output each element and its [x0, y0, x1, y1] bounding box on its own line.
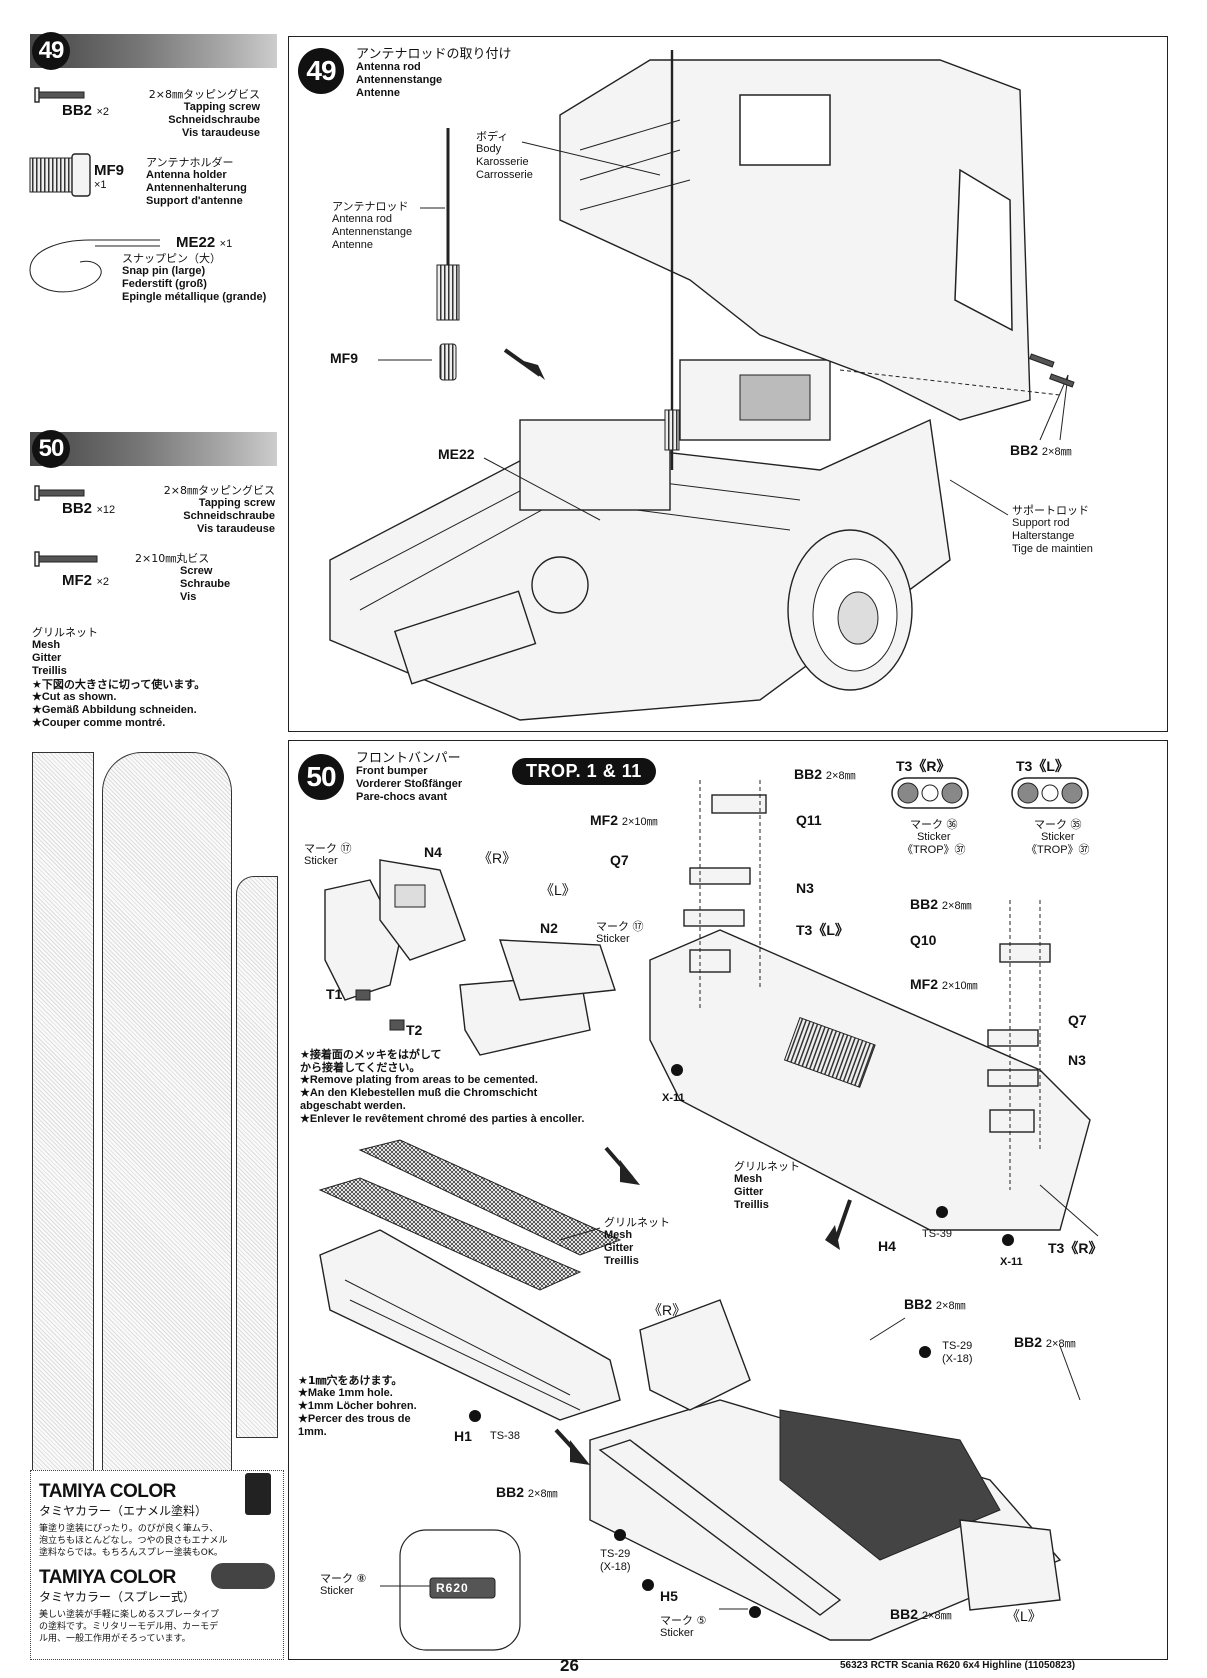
part-mf9-desc: アンテナホルダー Antenna holder Antennenhalterun…	[146, 156, 247, 207]
label-x11-right: X-11	[1000, 1256, 1023, 1268]
label-t3-right: T3《R》	[1048, 1240, 1103, 1256]
step50-number: 50	[32, 430, 70, 468]
label-t1: T1	[326, 986, 343, 1002]
label-me22: ME22	[438, 446, 475, 462]
trop-version-badge: TROP. 1 & 11	[512, 758, 656, 785]
step50-header-bar	[30, 432, 277, 466]
label-mf9: MF9	[330, 350, 358, 366]
label-h5: H5	[660, 1588, 678, 1604]
label-mesh-upper: グリルネット Mesh Gitter Treillis	[734, 1160, 800, 1211]
part-bb2-code: BB2 ×12	[62, 500, 116, 517]
label-q7-right: Q7	[1068, 1012, 1087, 1028]
mesh-description: グリルネット Mesh Gitter Treillis ★下図の大きさに切って使…	[32, 626, 206, 729]
label-bb2-lower-2: BB2 2×8㎜	[1014, 1334, 1076, 1350]
step50-panel-number: 50	[298, 754, 344, 800]
label-antenna-rod: アンテナロッド Antenna rod Antennenstange Anten…	[332, 200, 413, 251]
step50-title: フロントバンパー Front bumper Vorderer Stoßfänge…	[356, 751, 463, 803]
part-bb2-desc: 2×8㎜タッピングビス Tapping screw Schneidschraub…	[148, 88, 260, 139]
part-bb2-desc: 2×8㎜タッピングビス Tapping screw Schneidschraub…	[163, 484, 275, 535]
label-bb2-top: BB2 2×8㎜	[794, 766, 856, 782]
enamel-bottle-icon	[245, 1473, 271, 1515]
part-me22-desc: スナップピン（大） Snap pin (large) Federstift (g…	[122, 252, 267, 303]
label-mf2-right: MF2 2×10㎜	[910, 976, 978, 992]
part-mf9-code: MF9×1	[94, 162, 124, 191]
label-t2: T2	[406, 1022, 423, 1038]
label-q10: Q10	[910, 932, 937, 948]
label-ts39: TS-39	[922, 1228, 952, 1240]
mesh-cut-template-small	[236, 876, 278, 1438]
label-h1: H1	[454, 1428, 472, 1444]
label-h4: H4	[878, 1238, 896, 1254]
label-n4: N4	[424, 844, 442, 860]
label-bb2-lower-1: BB2 2×8㎜	[904, 1296, 966, 1312]
label-support-rod: サポートロッド Support rod Halterstange Tige de…	[1012, 504, 1093, 555]
label-bb2-right: BB2 2×8㎜	[910, 896, 972, 912]
part-mf2-code: MF2 ×2	[62, 572, 109, 589]
label-bb2-lower-4: BB2 2×8㎜	[890, 1606, 952, 1622]
label-bb2: BB2 2×8㎜	[1010, 442, 1072, 458]
label-mesh-lower: グリルネット Mesh Gitter Treillis	[604, 1216, 670, 1267]
label-mf2-top: MF2 2×10㎜	[590, 812, 658, 828]
step49-panel-number: 49	[298, 48, 344, 94]
label-q11: Q11	[796, 812, 822, 828]
spray-can-icon	[211, 1563, 275, 1589]
label-ts29-upper: TS-29(X-18)	[942, 1340, 973, 1365]
part-bb2-code: BB2 ×2	[62, 102, 110, 119]
plating-notes: ★接着面のメッキをはがして から接着してください。 ★Remove platin…	[300, 1048, 585, 1125]
label-t3l-header: T3《L》	[1016, 758, 1069, 774]
step49-title: アンテナロッドの取り付け Antenna rod Antennenstange …	[356, 47, 512, 99]
label-left-2: 《L》	[1006, 1608, 1042, 1624]
label-right-1: 《R》	[478, 850, 517, 866]
page-number: 26	[560, 1656, 579, 1675]
step49-number: 49	[32, 32, 70, 70]
step49-header-bar	[30, 34, 277, 68]
label-n2: N2	[540, 920, 558, 936]
model-reference: 56323 RCTR Scania R620 6x4 Highline (110…	[840, 1660, 1076, 1671]
label-bb2-lower-3: BB2 2×8㎜	[496, 1484, 558, 1500]
part-mf2-desc: 2×10㎜丸ビス Screw Schraube Vis	[135, 552, 231, 603]
tamiya-color-enamel-title: TAMIYA COLOR	[39, 1481, 176, 1502]
label-q7-left: Q7	[610, 852, 629, 868]
hole-notes: ★1㎜穴をあけます。 ★Make 1mm hole. ★1mm Löcher b…	[298, 1374, 417, 1438]
tamiya-color-info-box: TAMIYA COLOR タミヤカラー（エナメル塗料） 筆塗り塗装にぴったり。の…	[30, 1470, 284, 1660]
tamiya-color-spray-title: TAMIYA COLOR	[39, 1567, 176, 1588]
label-ts29-lower: TS-29(X-18)	[600, 1548, 631, 1573]
label-left-1: 《L》	[540, 882, 576, 898]
part-me22-code: ME22 ×1	[176, 234, 233, 251]
label-n3-right: N3	[1068, 1052, 1086, 1068]
r620-badge: R620	[436, 1581, 469, 1595]
label-x11-left: X-11	[662, 1092, 685, 1104]
label-body: ボディ Body Karosserie Carrosserie	[476, 130, 533, 181]
label-n3-left: N3	[796, 880, 814, 896]
label-right-2: 《R》	[648, 1302, 687, 1318]
label-ts38: TS-38	[490, 1430, 520, 1442]
label-t3r-header: T3《R》	[896, 758, 951, 774]
label-t3-left: T3《L》	[796, 922, 849, 938]
